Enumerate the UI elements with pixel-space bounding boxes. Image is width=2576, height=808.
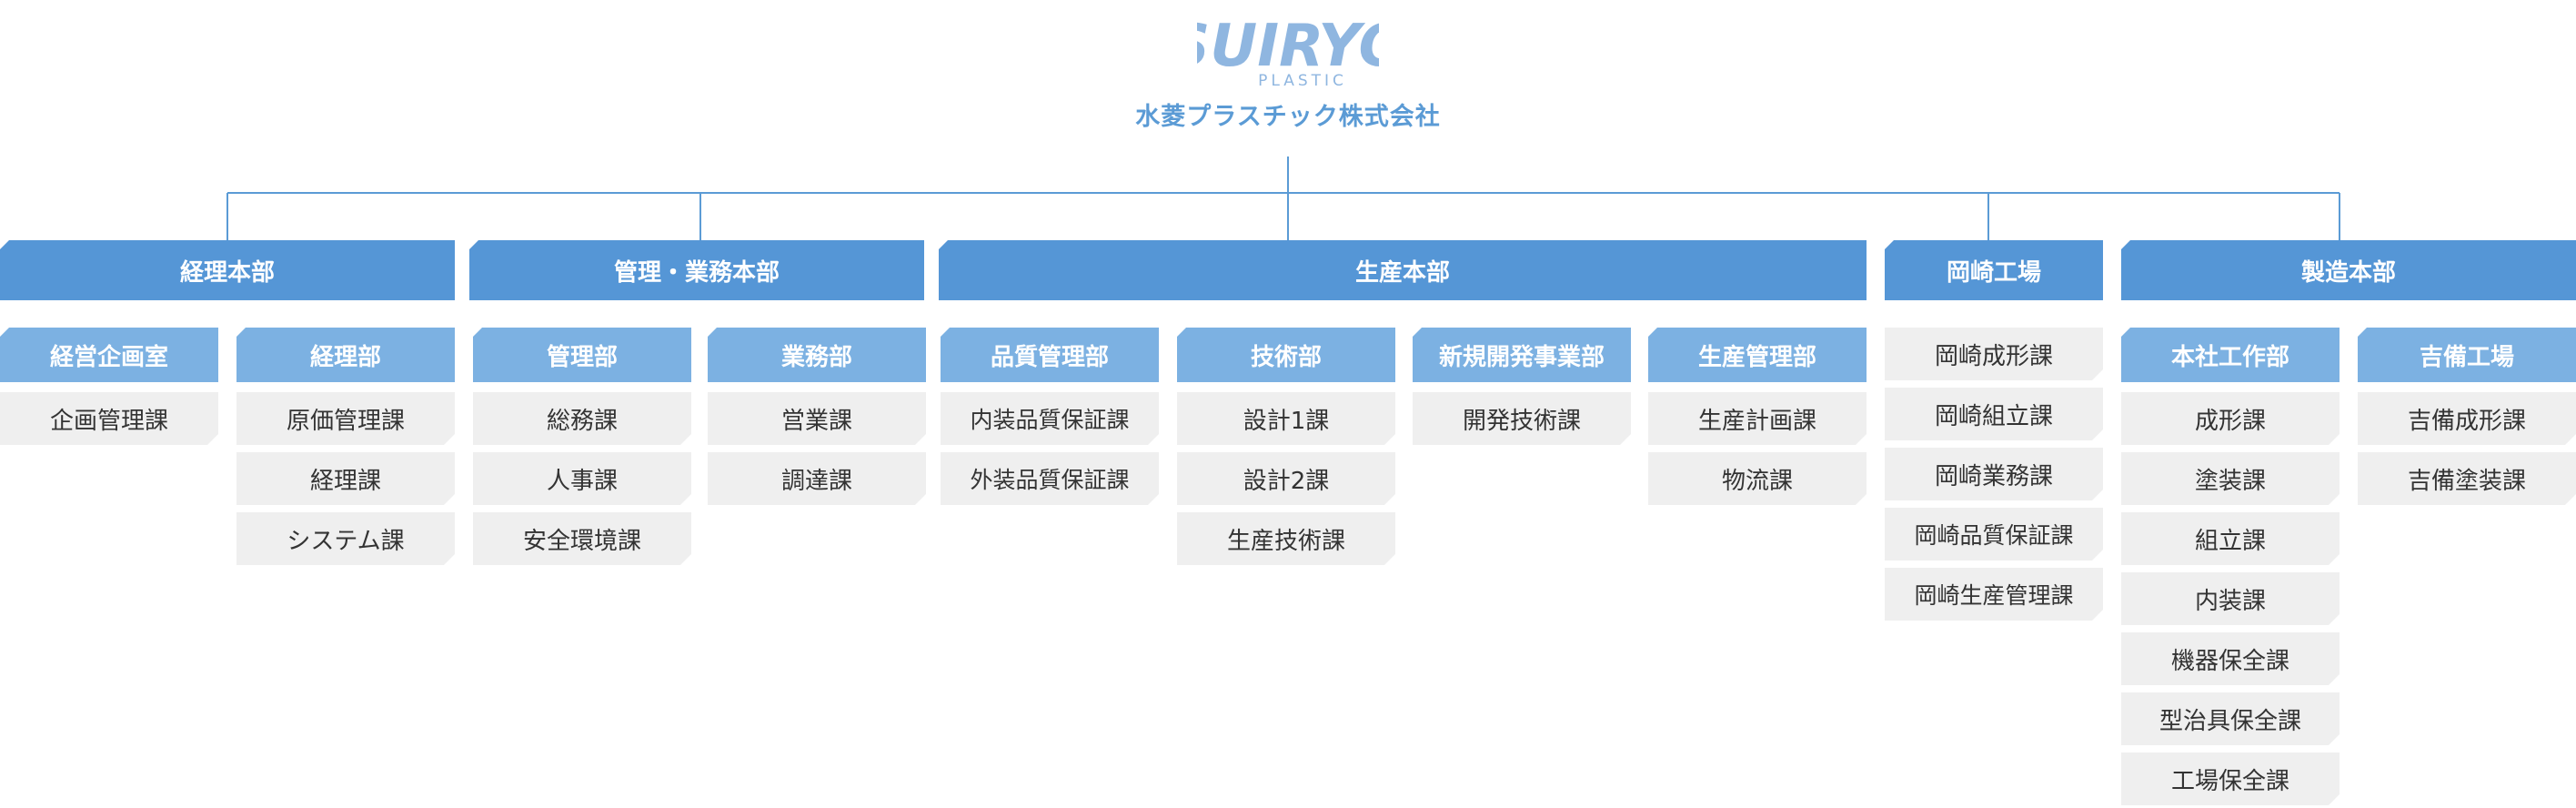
- hq-kanri-gyomu: 管理・業務本部: [469, 240, 924, 300]
- hq-okazaki-factory: 岡崎工場: [1885, 240, 2103, 300]
- section-box: 開発技術課: [1413, 392, 1631, 445]
- section-box: 人事課: [473, 452, 691, 505]
- dept-keiri: 経理部: [236, 328, 455, 382]
- dept-gyomu: 業務部: [708, 328, 926, 382]
- section-box: 組立課: [2121, 512, 2340, 565]
- dept-kibi-factory: 吉備工場: [2358, 328, 2576, 382]
- company-logo: SUIRYO PLASTIC: [1197, 13, 1379, 90]
- section-box: 型治具保全課: [2121, 692, 2340, 745]
- dept-gijutsu: 技術部: [1177, 328, 1395, 382]
- section-box: 内装品質保証課: [941, 392, 1159, 445]
- section-box: 岡崎成形課: [1885, 328, 2103, 380]
- section-box: 吉備成形課: [2358, 392, 2576, 445]
- section-box: 生産計画課: [1648, 392, 1867, 445]
- dept-keiei-kikaku: 経営企画室: [0, 328, 218, 382]
- section-box: 工場保全課: [2121, 752, 2340, 805]
- dept-seisan-kanri: 生産管理部: [1648, 328, 1867, 382]
- section-box: 岡崎品質保証課: [1885, 508, 2103, 561]
- section-box: 設計1課: [1177, 392, 1395, 445]
- section-box: 企画管理課: [0, 392, 218, 445]
- section-box: 物流課: [1648, 452, 1867, 505]
- section-box: 外装品質保証課: [941, 452, 1159, 505]
- section-box: 設計2課: [1177, 452, 1395, 505]
- section-box: 経理課: [236, 452, 455, 505]
- dept-shinki-kaihatsu: 新規開発事業部: [1413, 328, 1631, 382]
- section-box: 岡崎生産管理課: [1885, 568, 2103, 621]
- hq-seisan: 生産本部: [939, 240, 1867, 300]
- company-name: 水菱プラスチック株式会社: [1135, 103, 1441, 131]
- section-box: 内装課: [2121, 572, 2340, 625]
- section-box: 塗装課: [2121, 452, 2340, 505]
- section-box: 生産技術課: [1177, 512, 1395, 565]
- section-box: 成形課: [2121, 392, 2340, 445]
- logo-text: SUIRYO: [1197, 13, 1379, 80]
- dept-honsha-kousaku: 本社工作部: [2121, 328, 2340, 382]
- section-box: 吉備塗装課: [2358, 452, 2576, 505]
- hq-keiri: 経理本部: [0, 240, 455, 300]
- section-box: 原価管理課: [236, 392, 455, 445]
- section-box: 岡崎業務課: [1885, 448, 2103, 500]
- section-box: 総務課: [473, 392, 691, 445]
- section-box: システム課: [236, 512, 455, 565]
- logo-subtext: PLASTIC: [1258, 72, 1347, 90]
- section-box: 調達課: [708, 452, 926, 505]
- section-box: 営業課: [708, 392, 926, 445]
- section-box: 機器保全課: [2121, 632, 2340, 685]
- section-box: 岡崎組立課: [1885, 388, 2103, 440]
- dept-hinshitsu-kanri: 品質管理部: [941, 328, 1159, 382]
- hq-seizou: 製造本部: [2121, 240, 2576, 300]
- section-box: 安全環境課: [473, 512, 691, 565]
- dept-kanri: 管理部: [473, 328, 691, 382]
